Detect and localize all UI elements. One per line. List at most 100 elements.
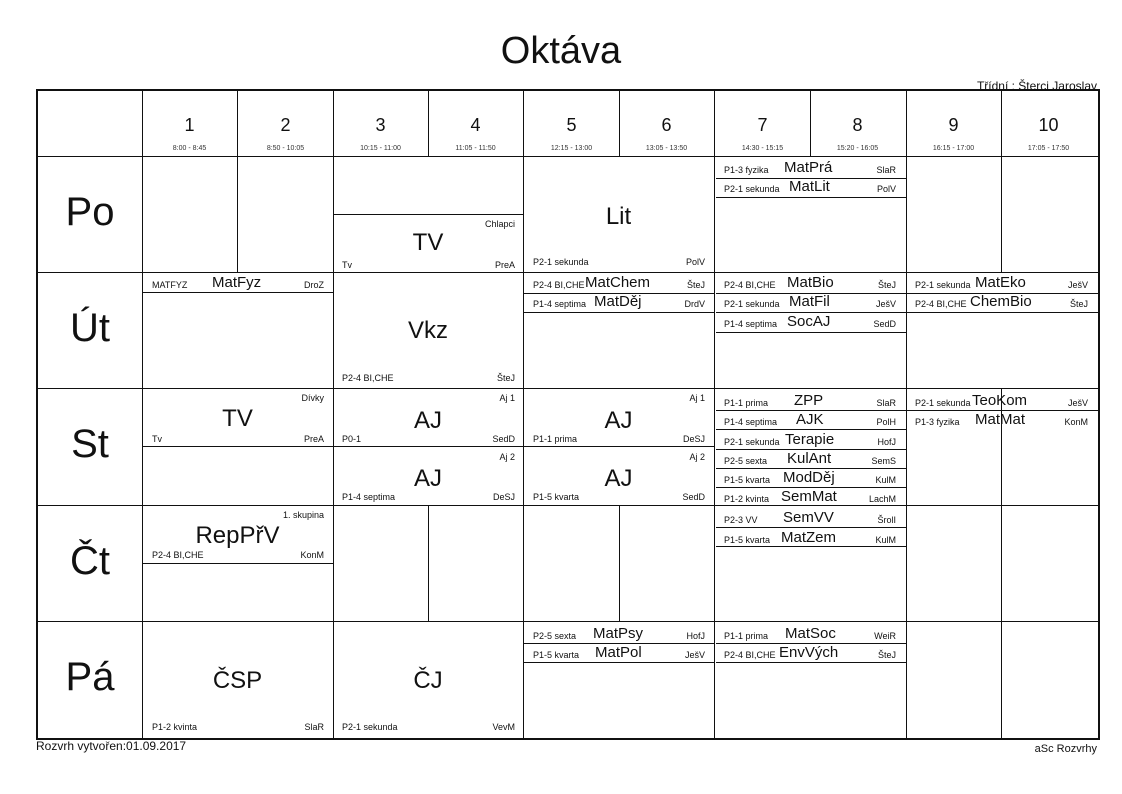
lesson-group: P2-4 BI,CHE [724, 650, 776, 660]
lesson-subject: SemVV [783, 509, 834, 526]
cell-divider [716, 468, 906, 469]
lesson-teacher: ŠteJ [686, 280, 705, 290]
column-divider [237, 89, 238, 272]
lesson-group: P0-1 [342, 434, 362, 444]
lesson-group: P1-5 kvarta [724, 535, 771, 545]
lesson-group: P2-1 sekunda [724, 184, 780, 194]
lesson-teacher: SlaR [876, 398, 896, 408]
period-time: 8:50 - 10:05 [266, 145, 305, 152]
created-date: Rozvrh vytvořen:01.09.2017 [36, 739, 187, 753]
row-divider [36, 272, 1100, 273]
lesson-group: P1-3 fyzika [915, 417, 960, 427]
lesson-subject: Terapie [785, 431, 835, 448]
lesson-subject: MatFil [789, 293, 830, 310]
lesson-group: Tv [152, 434, 162, 444]
lesson-tag: Chlapci [484, 219, 515, 229]
cell-divider [716, 429, 906, 430]
lesson-teacher: PreA [303, 434, 324, 444]
lesson-teacher: JešV [684, 650, 705, 660]
lesson-subject: ModDěj [783, 469, 835, 486]
lesson-subject: MatLit [789, 178, 830, 195]
lesson-teacher: DeSJ [682, 434, 705, 444]
period-time: 12:15 - 13:00 [550, 145, 593, 152]
period-time: 15:20 - 16:05 [836, 145, 879, 152]
lesson-group: P2-4 BI,CHE [152, 550, 204, 560]
cell-divider [716, 312, 906, 313]
row-divider [36, 388, 1100, 389]
day-label-st: St [71, 422, 109, 466]
lesson-subject: ČJ [413, 667, 443, 694]
cell-divider [716, 449, 906, 450]
period-number: 10 [1038, 115, 1059, 135]
lesson-group: P1-1 prima [533, 434, 578, 444]
column-divider [714, 89, 715, 740]
lesson-teacher: JešV [875, 299, 896, 309]
column-divider [1001, 388, 1002, 740]
lesson-teacher: HofJ [877, 437, 896, 447]
header-row-divider [36, 156, 1100, 157]
lesson-subject: MatEko [975, 274, 1026, 291]
lesson-teacher: DroZ [304, 280, 324, 290]
lesson-group: P1-2 kvinta [724, 494, 770, 504]
column-divider [619, 89, 620, 156]
lesson-group: P1-3 fyzika [724, 165, 769, 175]
lesson-group: P2-1 sekunda [724, 299, 780, 309]
cell-divider [142, 292, 333, 293]
lesson-tag: Aj 2 [499, 452, 515, 462]
software-brand: aSc Rozvrhy [1034, 743, 1097, 755]
lesson-teacher: SedD [492, 434, 515, 444]
column-divider [142, 89, 143, 740]
lesson-subject: MatMat [975, 411, 1026, 428]
lesson-teacher: DrdV [684, 299, 705, 309]
lesson-teacher: SedD [873, 319, 896, 329]
day-label-pa: Pá [65, 655, 115, 699]
lesson-group: P1-4 septima [342, 492, 396, 502]
lesson-teacher: ŠteJ [877, 280, 896, 290]
lesson-subject: TeoKom [972, 392, 1028, 409]
lesson-teacher: WeiR [874, 631, 896, 641]
cell-divider [142, 563, 333, 564]
column-divider [428, 505, 429, 621]
column-divider [333, 89, 334, 740]
lesson-tag: Dívky [301, 393, 325, 403]
period-number: 9 [948, 115, 959, 135]
lesson-group: P2-1 sekunda [342, 722, 398, 732]
lesson-subject: MatPsy [593, 625, 644, 642]
lesson-subject: AJ [413, 465, 442, 492]
lesson-subject: MatZem [781, 529, 837, 546]
lesson-group: P2-4 BI,CHE [342, 373, 394, 383]
period-number: 3 [375, 115, 386, 135]
lesson-subject: TV [412, 229, 444, 256]
lesson-group: P2-5 sexta [724, 456, 768, 466]
cell-divider [524, 446, 714, 447]
lesson-group: P1-1 prima [724, 631, 769, 641]
lesson-teacher: JešV [1067, 280, 1088, 290]
row-divider [36, 505, 1100, 506]
lesson-subject: RepPřV [195, 522, 280, 549]
period-number: 2 [280, 115, 291, 135]
cell-divider [907, 312, 1098, 313]
lesson-teacher: SemS [871, 456, 896, 466]
lesson-subject: MatChem [585, 274, 651, 291]
lesson-teacher: JešV [1067, 398, 1088, 408]
lesson-group: P1-4 septima [724, 319, 778, 329]
lesson-tag: 1. skupina [282, 510, 324, 520]
lesson-subject: MatSoc [785, 625, 836, 642]
period-number: 1 [184, 115, 195, 135]
lesson-group: P1-2 kvinta [152, 722, 198, 732]
cell-divider [716, 178, 906, 179]
cell-divider [716, 293, 906, 294]
day-label-ct: Čt [70, 539, 110, 583]
day-label-ut: Út [70, 306, 110, 350]
cell-divider [907, 293, 1098, 294]
lesson-subject: MatPrá [784, 159, 833, 176]
cell-divider [716, 546, 906, 547]
lesson-teacher: PreA [494, 260, 515, 270]
lesson-teacher: ŠrolI [877, 515, 896, 525]
cell-divider [524, 312, 714, 313]
column-divider [906, 89, 907, 740]
cell-divider [716, 487, 906, 488]
lesson-group: P1-1 prima [724, 398, 769, 408]
lesson-subject: TV [222, 405, 253, 432]
lesson-teacher: SlaR [876, 165, 896, 175]
